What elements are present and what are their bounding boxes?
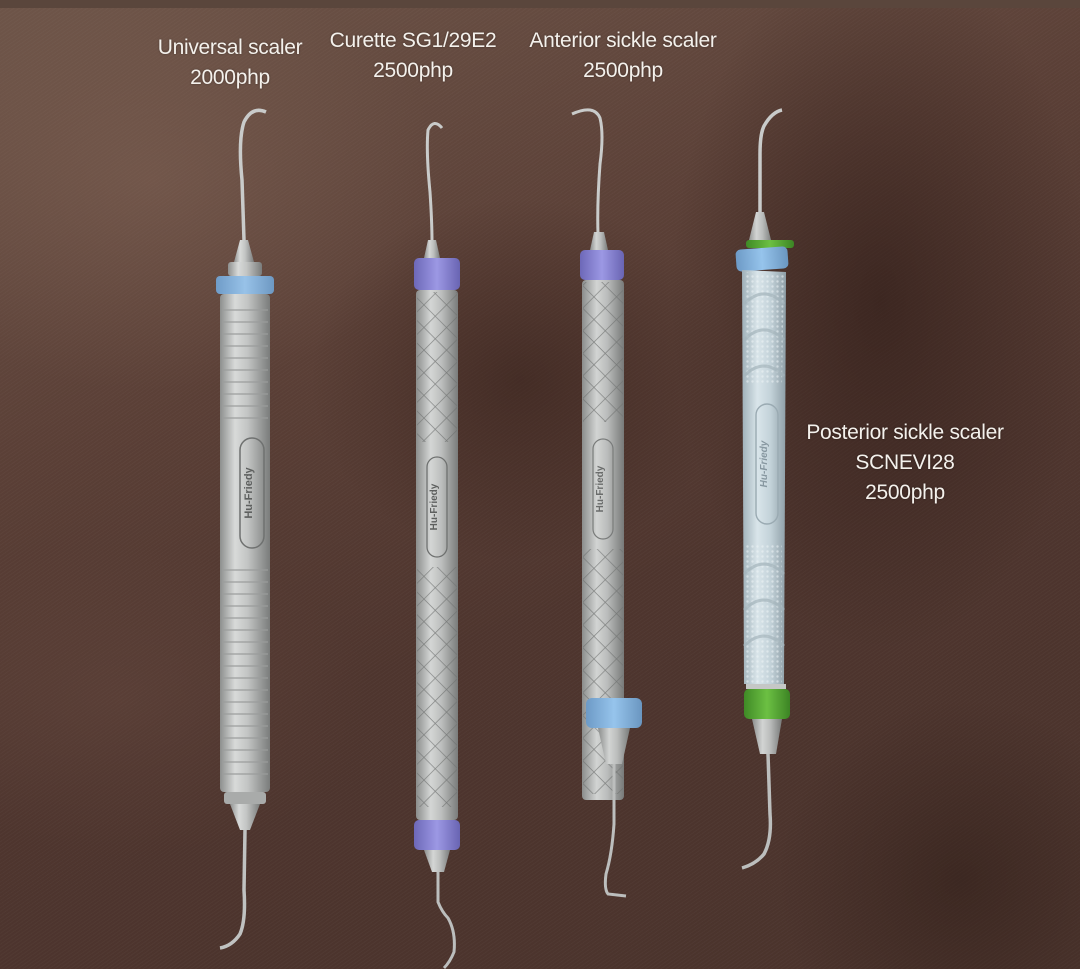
- brand-mark-text: Hu-Friedy: [429, 483, 440, 530]
- universal-scaler-instrument: Hu-Friedy: [180, 100, 300, 960]
- label-universal-scaler: Universal scaler 2000php: [130, 33, 330, 93]
- brand-mark-text: Hu-Friedy: [243, 466, 255, 518]
- brand-mark-text: Hu-Friedy: [759, 440, 770, 487]
- instrument-price: 2500php: [373, 59, 453, 82]
- label-curette: Curette SG1/29E2 2500php: [318, 26, 508, 86]
- instrument-price: 2500php: [865, 481, 945, 504]
- anterior-sickle-scaler-instrument: Hu-Friedy: [560, 104, 660, 904]
- instrument-price: 2000php: [190, 66, 270, 89]
- label-anterior-sickle-scaler: Anterior sickle scaler 2500php: [518, 26, 728, 86]
- collar-blue: [216, 276, 274, 294]
- working-tip-bottom: [436, 872, 456, 969]
- brand-mark-oval: [239, 437, 265, 549]
- instrument-name: Anterior sickle scaler: [529, 29, 717, 52]
- working-tip-top: [758, 108, 783, 214]
- photo-top-edge: [0, 0, 1080, 8]
- working-tip-top: [425, 122, 444, 243]
- collar-purple: [414, 820, 460, 850]
- collar-blue: [586, 698, 642, 728]
- instrument-price: 2500php: [583, 59, 663, 82]
- working-tip-bottom: [603, 764, 627, 898]
- instrument-name: Posterior sickle scaler: [806, 421, 1004, 444]
- posterior-sickle-scaler-instrument: Hu-Friedy: [720, 104, 820, 884]
- collar-blue: [735, 246, 789, 272]
- brand-mark-oval: [755, 403, 779, 525]
- collar-purple: [580, 250, 624, 280]
- working-tip-bottom: [219, 829, 247, 950]
- working-tip-top: [571, 108, 604, 235]
- working-tip-top: [238, 108, 267, 241]
- brand-mark-oval: [592, 438, 614, 540]
- collar-green: [744, 689, 790, 719]
- working-tip-bottom: [741, 753, 773, 870]
- instrument-name: Universal scaler: [157, 36, 303, 59]
- curette-instrument: Hu-Friedy: [390, 112, 490, 969]
- instrument-model: SCNEVI28: [855, 451, 955, 474]
- brand-mark-text: Hu-Friedy: [595, 465, 606, 512]
- instrument-name: Curette SG1/29E2: [329, 29, 497, 52]
- brand-mark-oval: [426, 456, 448, 558]
- label-posterior-sickle-scaler: Posterior sickle scaler SCNEVI28 2500php: [800, 418, 1010, 508]
- collar-green-top: [746, 240, 794, 248]
- collar-purple: [414, 258, 460, 290]
